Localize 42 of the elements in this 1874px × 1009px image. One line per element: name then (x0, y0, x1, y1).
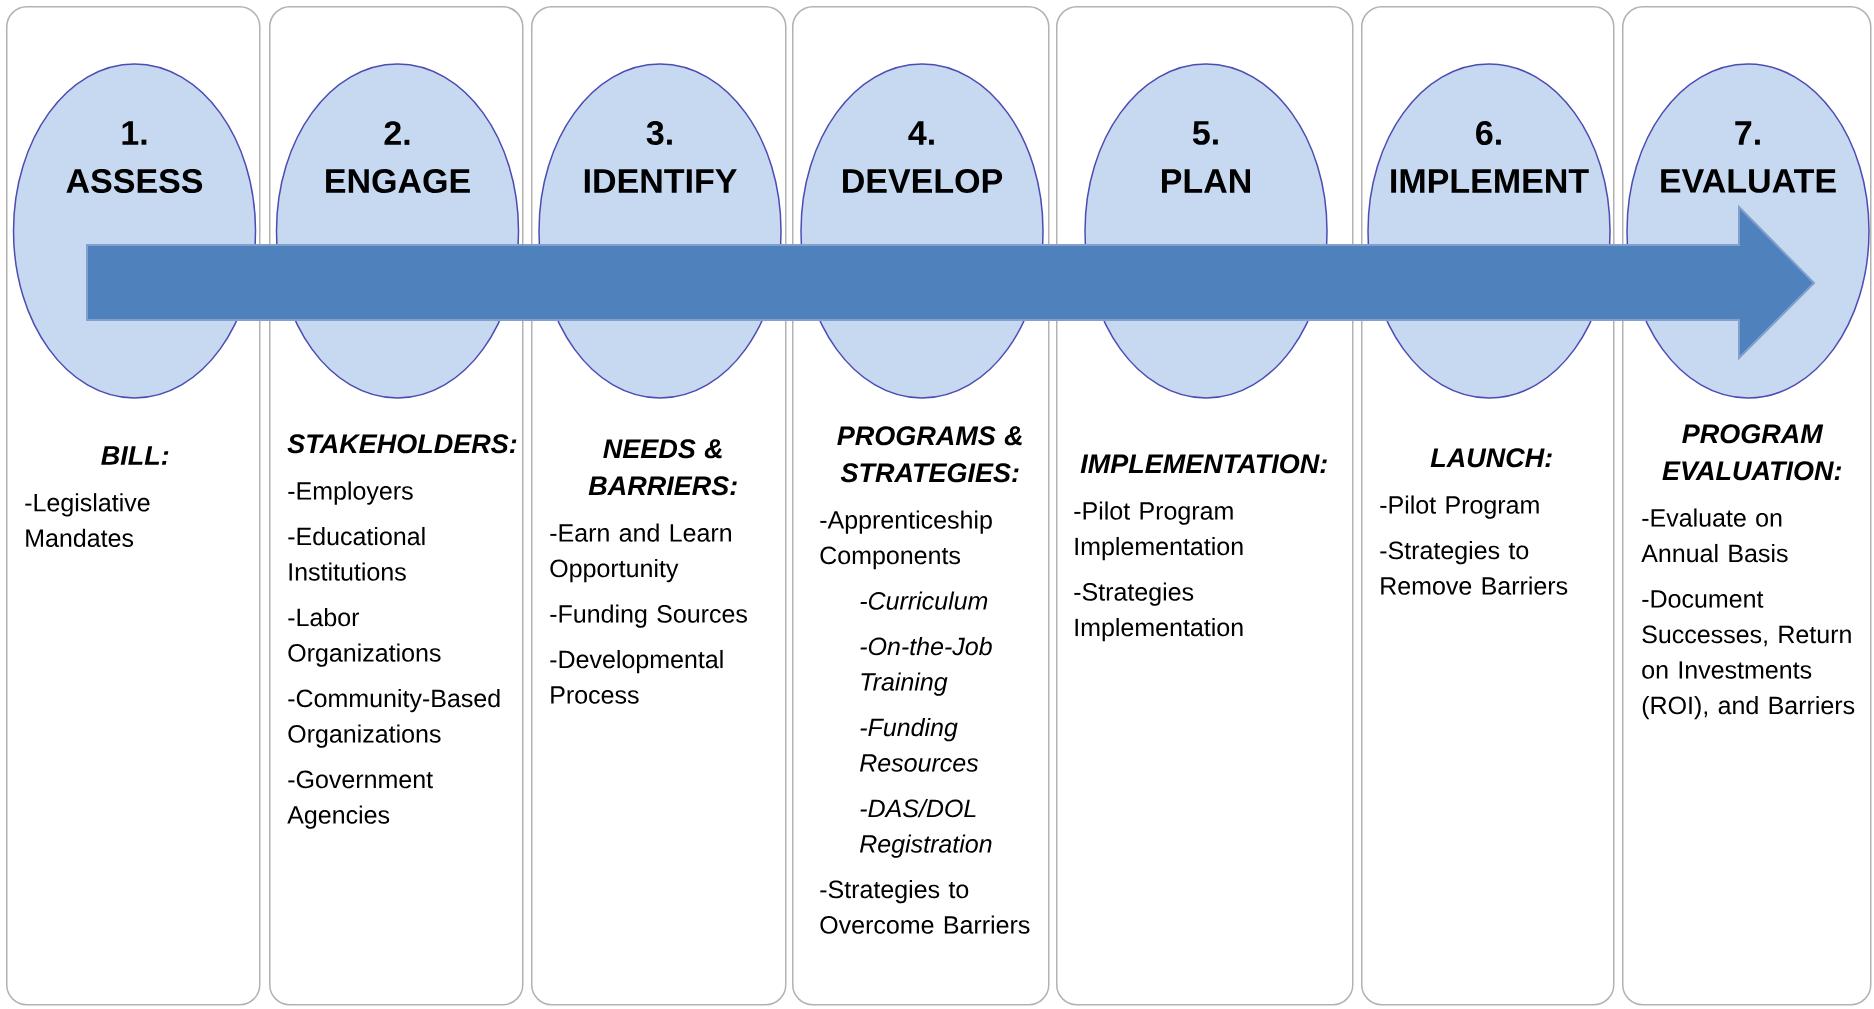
step-title: IMPLEMENT (1391, 169, 1589, 193)
list-item: -Apprenticeship Components (820, 510, 992, 570)
list-item: -Labor Organizations (288, 607, 441, 667)
section-heading: NEEDS & BARRIERS: (588, 439, 737, 496)
step-title: 3. (646, 120, 672, 146)
section-heading: IMPLEMENTATION: (1080, 454, 1327, 474)
list-item: -Pilot Program (1380, 495, 1539, 519)
section-heading: PROGRAMS & STRATEGIES: (837, 426, 1022, 483)
list-item: -Pilot Program Implementation (1074, 501, 1243, 561)
list-item: -Curriculum (860, 591, 988, 610)
list-item: -Earn and Learn Opportunity (550, 523, 731, 583)
list-item: -Developmental Process (550, 649, 723, 704)
list-item: -Strategies to Overcome Barriers (820, 879, 1030, 934)
section-heading: PROGRAM EVALUATION: (1662, 424, 1842, 481)
step-title: 1. (122, 121, 147, 145)
step-title: PLAN (1162, 169, 1250, 193)
step-title: 5. (1192, 121, 1218, 145)
section-heading: STAKEHOLDERS: (287, 434, 517, 454)
step-title: ASSESS (66, 168, 203, 194)
list-item: -Evaluate on Annual Basis (1641, 508, 1788, 563)
list-item: -Funding Resources (860, 717, 979, 772)
list-item: -Funding Sources (550, 604, 747, 628)
list-item: -On-the-Job Training (860, 636, 992, 696)
section-heading: BILL: (101, 446, 169, 465)
step-title: DEVELOP (843, 168, 1003, 194)
list-item: -Employers (288, 481, 413, 505)
step-title: 7. (1735, 121, 1760, 145)
step-title: 6. (1476, 120, 1501, 146)
list-item: -Government Agencies (287, 770, 433, 829)
list-item: -Document Successes, Return on Investments (ROI), and Barriers (1642, 590, 1855, 720)
list-item: -Strategies Implementation (1074, 582, 1243, 642)
list-item: -Legislative Mandates (25, 493, 150, 547)
step-title: IDENTIFY (584, 169, 737, 193)
step-title: EVALUATE (1661, 169, 1836, 193)
section-heading: LAUNCH: (1430, 448, 1552, 468)
step-title: ENGAGE (326, 168, 470, 194)
list-item: -Strategies to Remove Barriers (1380, 540, 1568, 595)
step-title: 4. (908, 121, 934, 145)
list-item: -Community-Based Organizations (288, 688, 500, 748)
list-item: -DAS/DOL Registration (860, 798, 992, 858)
step-title: 2. (384, 121, 410, 145)
list-item: -Educational Institutions (288, 526, 425, 581)
